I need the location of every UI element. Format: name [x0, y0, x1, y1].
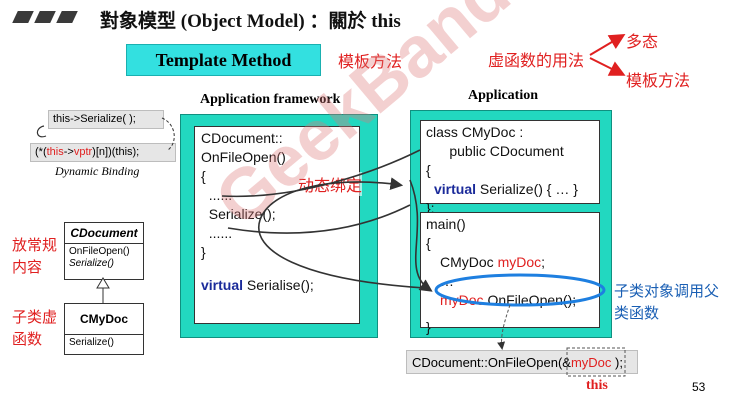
dynamic-binding-line1-box: this->Serialize( ); — [48, 110, 164, 129]
uml-parent-op2: Serialize() — [69, 258, 115, 269]
template-method-label: Template Method — [155, 49, 292, 70]
virtual-rest: Serialize() { … } — [476, 181, 578, 197]
child-virtual-line2: 函数 — [12, 330, 43, 348]
template-method-cn: 模板方法 — [338, 52, 403, 71]
page-number: 53 — [692, 380, 706, 394]
bottom-call-amp: & — [562, 355, 571, 370]
class-code-line: { — [426, 162, 431, 178]
virtual-rest: Serialise(); — [243, 277, 314, 293]
put-common-line2: 内容 — [12, 258, 43, 276]
dyn-vptr: vptr — [73, 146, 93, 158]
template-method-box: Template Method — [126, 44, 321, 76]
dynamic-binding-line1: this->Serialize( ); — [53, 113, 136, 125]
dyn-this: this — [46, 146, 64, 158]
arrow-template — [589, 57, 626, 76]
main-decl-line: CMyDoc myDoc; — [426, 253, 599, 272]
call-obj: myDoc — [440, 292, 484, 308]
uml-parent-name: CDocument — [65, 223, 143, 244]
uml-child-op1: Serialize() — [69, 337, 115, 348]
dyn-prefix: (*( — [35, 146, 47, 158]
framework-code-line: ...... — [201, 225, 233, 241]
header-bar-3 — [56, 11, 78, 23]
dynamic-binding-caption: Dynamic Binding — [55, 164, 140, 178]
put-common-line1: 放常规 — [12, 236, 58, 254]
class-code-line: public CDocument — [426, 143, 564, 159]
this-label: this — [586, 378, 608, 393]
child-virtual-line1: 子类虚 — [12, 308, 58, 326]
decl-type: CMyDoc — [440, 254, 498, 270]
framework-code-panel: CDocument:: OnFileOpen() { ...... Serial… — [194, 126, 360, 324]
framework-code-line: OnFileOpen() — [201, 149, 286, 165]
arrow-polymorphism — [589, 33, 626, 56]
framework-title: Application framework — [200, 92, 341, 107]
uml-parent-class: CDocument OnFileOpen() Serialize() — [64, 222, 144, 280]
application-main-panel: main() { CMyDoc myDoc; … myDoc.OnFileOpe… — [420, 212, 600, 335]
dynamic-binding-curl — [36, 125, 47, 138]
bottom-call-var: myDoc — [570, 355, 612, 370]
framework-code-line: Serialize(); — [201, 206, 276, 222]
bottom-call-box: CDocument::OnFileOpen(&myDoc ); — [406, 350, 638, 374]
virtual-usage-template: 模板方法 — [626, 71, 691, 90]
child-call-label: 子类对象调用父 类函数 — [614, 280, 719, 324]
uml-child-name: CMyDoc — [65, 304, 143, 335]
dynamic-binding-cn: 动态绑定 — [298, 172, 363, 196]
page-title: 對象模型 (Object Model) ：關於 this — [100, 11, 401, 32]
main-code-line: } — [426, 319, 431, 335]
virtual-keyword: virtual — [201, 277, 244, 293]
bottom-call-prefix: CDocument::OnFileOpen( — [412, 355, 563, 370]
decl-end: ; — [541, 254, 546, 270]
main-code-line: { — [426, 235, 431, 251]
framework-code-line: } — [201, 244, 206, 260]
framework-virtual-line: virtual Serialise(); — [201, 276, 359, 295]
child-call-line1: 子类对象调用父 — [614, 282, 720, 300]
virtual-keyword: virtual — [434, 181, 477, 197]
header-bar-2 — [34, 11, 56, 23]
class-code-line: class CMyDoc : — [426, 124, 524, 140]
dyn-arrow: -> — [63, 146, 74, 158]
uml-child-class: CMyDoc Serialize() — [64, 303, 144, 355]
put-common-label: 放常规 内容 — [12, 234, 57, 278]
application-class-panel: class CMyDoc : public CDocument { virtua… — [420, 120, 600, 216]
dynamic-binding-line2-box: (*(this->vptr)[n])(this); — [30, 143, 176, 162]
framework-code-line: CDocument:: — [201, 130, 283, 146]
virtual-usage-polymorphism: 多态 — [626, 32, 659, 51]
main-call-line: myDoc.OnFileOpen(); — [426, 291, 599, 310]
dyn-suffix: )[n])(this); — [92, 146, 140, 158]
application-title: Application — [468, 88, 539, 103]
child-call-line2: 类函数 — [614, 304, 660, 322]
virtual-usage-label: 虚函数的用法 — [488, 51, 585, 70]
framework-code-line: { — [201, 168, 206, 184]
class-virtual-line: virtual Serialize() { … } — [426, 180, 599, 199]
call-rest: .OnFileOpen(); — [483, 292, 577, 308]
decl-var: myDoc — [497, 254, 542, 270]
uml-parent-op1: OnFileOpen() — [69, 246, 130, 257]
child-virtual-label: 子类虚 函数 — [12, 306, 57, 350]
main-code-line: main() — [426, 216, 466, 232]
main-dots: … — [440, 273, 454, 289]
bottom-call-suffix: ); — [611, 355, 623, 370]
header-bar-1 — [12, 11, 34, 23]
